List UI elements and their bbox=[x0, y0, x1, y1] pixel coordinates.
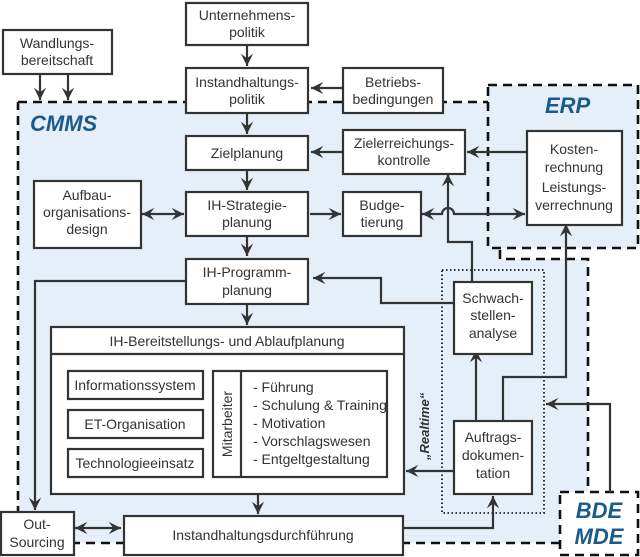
box-betriebsbedingungen-line2: bedingungen bbox=[353, 91, 434, 107]
box-strategie-line2: planung bbox=[222, 214, 272, 230]
box-programm-line2: planung bbox=[222, 282, 272, 298]
box-aufbau-line2: organisations- bbox=[43, 204, 131, 220]
box-instandhaltungspolitik-line2: politik bbox=[229, 91, 266, 107]
box-outsourcing[interactable]: Out- Sourcing bbox=[0, 510, 76, 557]
box-instandhaltungsdurchfuehrung[interactable]: Instandhaltungsdurchführung bbox=[122, 514, 405, 557]
box-ih-strategieplanung[interactable]: IH-Strategie- planung bbox=[184, 190, 310, 238]
cmms-label: CMMS bbox=[30, 111, 98, 136]
box-kostenrechnung-line3: Leistungs- bbox=[542, 179, 607, 195]
erp-region-border bbox=[486, 83, 640, 250]
box-aufbau-line3: design bbox=[66, 221, 107, 237]
box-durchfuehrung-label: Instandhaltungsdurchführung bbox=[172, 527, 353, 543]
mitarbeiter-item-schulung: - Schulung & Training bbox=[253, 397, 387, 413]
box-ih-programmplanung[interactable]: IH-Programm- planung bbox=[184, 257, 310, 306]
box-kostenrechnung-line1: Kosten- bbox=[550, 141, 599, 157]
box-wandlungsbereitschaft[interactable]: Wandlungs- bereitschaft bbox=[1, 28, 114, 76]
mitarbeiter-item-entgelt: - Entgeltgestaltung bbox=[253, 451, 370, 467]
box-strategie-line1: IH-Strategie- bbox=[207, 197, 287, 213]
erp-label: ERP bbox=[545, 93, 591, 118]
box-kostenrechnung[interactable]: Kosten- rechnung Leistungs- verrechnung bbox=[525, 129, 624, 227]
box-schwachstellenanalyse[interactable]: Schwach- stellen- analyse bbox=[452, 280, 534, 356]
box-zielplanung[interactable]: Zielplanung bbox=[184, 134, 310, 172]
box-auftrag-line1: Auftrags- bbox=[465, 429, 522, 445]
arrow-schwach-programm bbox=[313, 271, 454, 305]
realtime-annotation: „Realtime“ bbox=[417, 392, 432, 461]
box-bereitstellung-title: IH-Bereitstellungs- und Ablaufplanung bbox=[109, 333, 344, 349]
box-betriebsbedingungen[interactable]: Betriebs- bedingungen bbox=[341, 66, 445, 115]
box-informationssystem-label: Informationssystem bbox=[74, 377, 195, 393]
box-kostenrechnung-line2: rechnung bbox=[545, 159, 603, 175]
box-outsourcing-line1: Out- bbox=[23, 516, 51, 532]
box-unternehmenspolitik-line2: politik bbox=[229, 24, 266, 40]
box-schwach-line1: Schwach- bbox=[462, 290, 524, 306]
arrow-durchfuehrung-auftrag bbox=[403, 496, 500, 530]
box-budget-line2: tierung bbox=[361, 214, 404, 230]
box-auftrag-line3: tation bbox=[476, 465, 510, 481]
bde-mde-region bbox=[558, 490, 640, 557]
box-programm-line1: IH-Programm- bbox=[203, 264, 292, 280]
box-auftrag-line2: dokumen- bbox=[462, 447, 525, 463]
box-ih-bereitstellung[interactable]: IH-Bereitstellungs- und Ablaufplanung In… bbox=[49, 325, 406, 496]
box-budget-line1: Budge- bbox=[359, 197, 404, 213]
mitarbeiter-item-motivation: - Motivation bbox=[253, 415, 325, 431]
box-zielerreichungskontrolle-line1: Zielerreichungs- bbox=[354, 135, 455, 151]
connectors bbox=[28, 45, 612, 535]
box-schwach-line3: analyse bbox=[469, 325, 517, 341]
box-kostenrechnung-line4: verrechnung bbox=[535, 197, 613, 213]
box-budgetierung[interactable]: Budge- tierung bbox=[341, 190, 423, 238]
box-instandhaltungspolitik-line1: Instandhaltungs- bbox=[195, 74, 299, 90]
box-unternehmenspolitik[interactable]: Unternehmens- politik bbox=[184, 1, 310, 47]
box-aufbau-line1: Aufbau- bbox=[62, 187, 111, 203]
box-unternehmenspolitik-line1: Unternehmens- bbox=[199, 7, 296, 23]
box-technologieeinsatz[interactable]: Technologieeinsatz bbox=[66, 447, 205, 479]
mde-label: MDE bbox=[575, 524, 625, 549]
bde-label: BDE bbox=[576, 498, 624, 523]
box-betriebsbedingungen-line1: Betriebs- bbox=[365, 74, 421, 90]
box-informationssystem[interactable]: Informationssystem bbox=[66, 369, 205, 401]
box-zielerreichungskontrolle-line2: kontrolle bbox=[378, 152, 431, 168]
box-wandlungsbereitschaft-line1: Wandlungs- bbox=[20, 35, 95, 51]
mitarbeiter-label: Mitarbeiter bbox=[219, 391, 235, 457]
box-instandhaltungspolitik[interactable]: Instandhaltungs- politik bbox=[184, 66, 310, 115]
box-zielplanung-line1: Zielplanung bbox=[211, 145, 283, 161]
box-outsourcing-line2: Sourcing bbox=[9, 534, 64, 550]
box-auftragsdokumentation[interactable]: Auftrags- dokumen- tation bbox=[452, 419, 534, 496]
box-aufbauorganisationsdesign[interactable]: Aufbau- organisations- design bbox=[32, 179, 143, 250]
box-mitarbeiter[interactable]: Mitarbeiter - Führung - Schulung & Train… bbox=[211, 369, 389, 479]
arrow-auftrag-erp bbox=[501, 224, 573, 420]
box-wandlungsbereitschaft-line2: bereitschaft bbox=[21, 52, 93, 68]
arrow-bde-group bbox=[546, 397, 612, 492]
box-schwach-line2: stellen- bbox=[470, 307, 515, 323]
box-et-organisation-label: ET-Organisation bbox=[84, 416, 185, 432]
mitarbeiter-item-fuehrung: - Führung bbox=[253, 379, 314, 395]
mitarbeiter-item-vorschlagswesen: - Vorschlagswesen bbox=[253, 433, 371, 449]
arrow-programm-outsourcing bbox=[28, 279, 185, 510]
box-technologieeinsatz-label: Technologieeinsatz bbox=[75, 455, 194, 471]
box-zielerreichungskontrolle[interactable]: Zielerreichungs- kontrolle bbox=[341, 128, 467, 176]
box-et-organisation[interactable]: ET-Organisation bbox=[66, 408, 205, 440]
arrow-schwach-kontrolle bbox=[441, 174, 474, 282]
